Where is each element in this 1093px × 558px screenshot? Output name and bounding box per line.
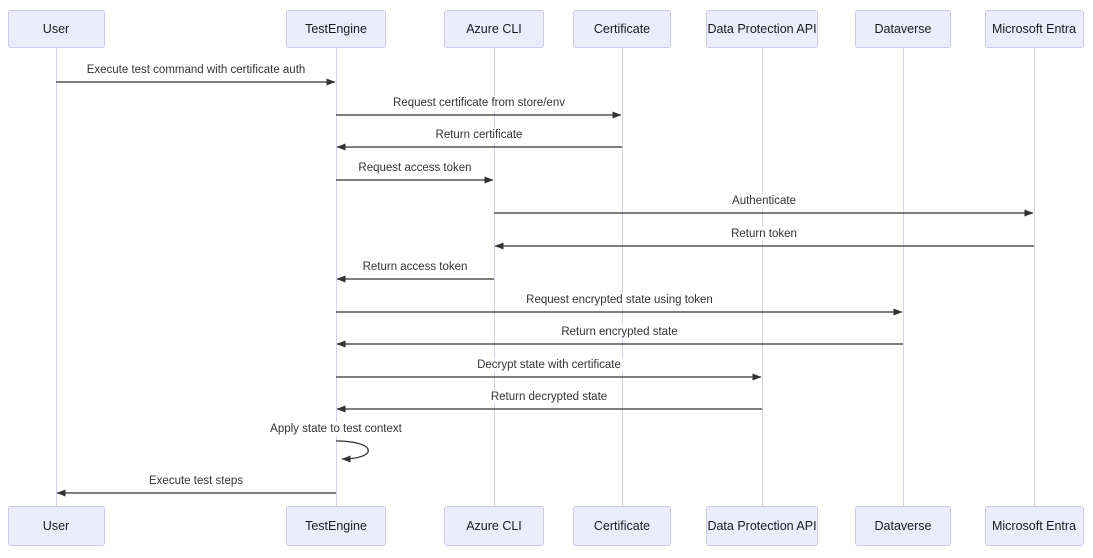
self-message-arrow [335,440,369,463]
actor-top-microsoft-entra: Microsoft Entra [984,10,1084,48]
lifeline-user [56,48,57,506]
actor-bottom-testengine: TestEngine [286,506,386,546]
actor-top-certificate: Certificate [573,10,671,48]
actor-top-azure-cli: Azure CLI [444,10,544,48]
actor-bottom-dataverse: Dataverse [855,506,951,546]
actor-label: Dataverse [874,519,932,533]
message-label: Execute test command with certificate au… [84,63,308,77]
actor-label: Azure CLI [466,519,522,533]
actor-bottom-data-protection-api: Data Protection API [706,506,818,546]
actor-bottom-azure-cli: Azure CLI [444,506,544,546]
lifeline-data-protection-api [762,48,763,506]
message-label: Return encrypted state [559,325,680,339]
actor-label: Data Protection API [707,22,817,36]
actor-label: Microsoft Entra [991,519,1077,533]
message-label: Request certificate from store/env [391,96,567,110]
actor-top-dataverse: Dataverse [855,10,951,48]
message-label: Authenticate [730,194,798,208]
message-label: Return certificate [433,128,525,142]
message-label: Request access token [356,161,474,175]
lifeline-dataverse [903,48,904,506]
actor-label: Azure CLI [466,22,522,36]
actor-label: TestEngine [305,519,367,533]
message-label: Execute test steps [147,474,245,488]
actor-label: User [42,519,70,533]
actor-label: Certificate [593,22,651,36]
actor-label: Certificate [593,519,651,533]
message-label: Return access token [360,260,470,274]
actor-label: TestEngine [305,22,367,36]
message-label: Return decrypted state [488,390,610,404]
actor-label: Microsoft Entra [991,22,1077,36]
message-label: Return token [729,227,799,241]
message-label: Apply state to test context [268,422,404,436]
actor-top-user: User [7,10,105,48]
lifeline-certificate [622,48,623,506]
actor-top-data-protection-api: Data Protection API [706,10,818,48]
actor-label: Dataverse [874,22,932,36]
lifeline-microsoft-entra [1034,48,1035,506]
actor-top-testengine: TestEngine [286,10,386,48]
actor-bottom-certificate: Certificate [573,506,671,546]
lifeline-azure-cli [494,48,495,506]
actor-label: User [42,22,70,36]
message-label: Request encrypted state using token [524,293,715,307]
message-label: Decrypt state with certificate [475,358,623,372]
actor-label: Data Protection API [707,519,817,533]
actor-bottom-microsoft-entra: Microsoft Entra [984,506,1084,546]
actor-bottom-user: User [7,506,105,546]
